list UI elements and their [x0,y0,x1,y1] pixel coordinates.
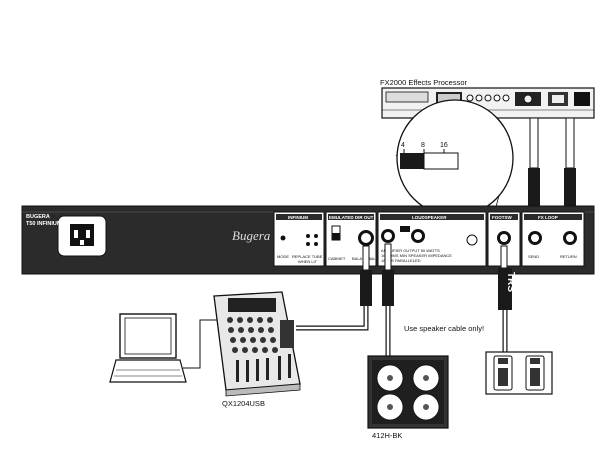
fx-processor [381,87,595,119]
infinium-replace: REPLACE TUBE [292,254,323,259]
footsw-title: FOOTSW [492,215,512,220]
bugera-logo: Bugera [232,228,271,243]
fx-loop-send: SEND [528,254,539,259]
speaker-cable-note: Use speaker cable only! [404,324,484,333]
amp-rear-panel [21,205,595,275]
emulated-title: EMULATED DIR OUT [329,215,374,220]
trs-label: TRS [505,272,516,292]
emulated-balance: BALANCE [352,256,371,261]
infinium-when-lit: WHEN LIT [298,259,318,264]
usb-cable [183,319,222,369]
emulated-bal: BAL [368,256,376,261]
laptop [109,313,187,383]
di-out-cable [296,245,372,331]
footswitch [485,351,553,395]
loudspeaker-line2: 16 OHMS MIN SPEAKER IMPEDANCE [381,253,452,258]
mixer-label: QX1204USB [222,399,265,408]
infinium-title: INFINIUM [288,215,308,220]
footswitch-cable [498,245,512,352]
mixer [213,291,301,397]
fx-loop-title: FX LOOP [538,215,558,220]
fx-loop-return: RETURN [560,254,577,259]
impedance-8: 8 [421,142,425,149]
amp-model: T50 INFINIUM [26,221,62,227]
cabinet-label: 412H-BK [372,431,402,440]
impedance-16: 16 [440,142,448,149]
loudspeaker-line1: AMPLIFIER OUTPUT 50 WATTS [381,248,440,253]
loudspeaker-title: LOUDSPEAKER [412,215,447,220]
infinium-mode: MODE [277,254,289,259]
emulated-cabinet: CABINET [328,256,346,261]
fx-processor-label: FX2000 Effects Processor [380,78,467,87]
speaker-cabinet [367,355,449,429]
speaker-cable [382,243,394,357]
loudspeaker-line3: JACKS PARALLELED [381,258,421,263]
amp-brand: BUGERA [26,214,50,220]
impedance-4: 4 [401,142,405,149]
